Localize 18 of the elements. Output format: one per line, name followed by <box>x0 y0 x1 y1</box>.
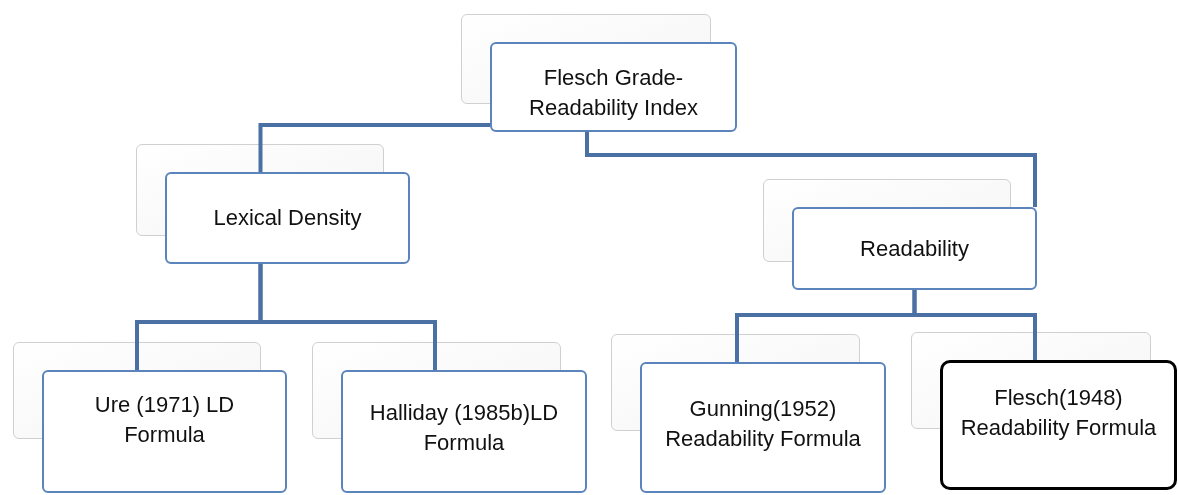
node-label: Halliday (1985b)LD Formula <box>368 398 560 457</box>
node-box <box>792 207 1037 290</box>
node-label: Flesch(1948) Readability Formula <box>959 384 1158 442</box>
connector-line <box>912 290 1037 360</box>
node-box <box>940 360 1177 490</box>
node-box <box>42 370 287 493</box>
node-box <box>341 370 587 493</box>
node-box <box>490 42 737 132</box>
node-box <box>640 362 886 493</box>
node-label: Lexical Density <box>213 204 362 232</box>
connector-line <box>585 132 1037 207</box>
connector-line <box>258 123 490 172</box>
node-label: Gunning(1952) Readability Formula <box>664 394 862 453</box>
node-label: Readability <box>860 234 969 263</box>
node-box <box>165 172 410 264</box>
node-label: Flesch Grade-Readability Index <box>528 64 699 122</box>
connector-line <box>258 264 437 370</box>
node-label: Ure (1971) LD Formula <box>93 390 236 449</box>
